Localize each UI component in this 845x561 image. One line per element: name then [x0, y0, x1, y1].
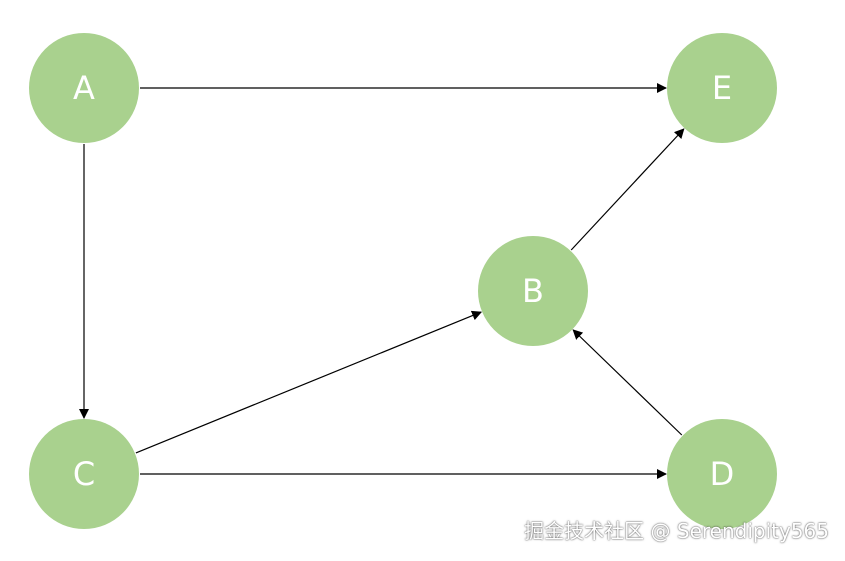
node-c-circle [29, 419, 139, 529]
edge-b-to-e [570, 128, 685, 251]
node-b-label: B [522, 272, 544, 310]
node-e-label: E [712, 69, 732, 107]
node-a: A [29, 33, 139, 143]
node-d-circle [667, 419, 777, 529]
edge-c-to-b [135, 310, 483, 454]
node-b: B [478, 236, 588, 346]
node-c-label: C [73, 455, 95, 493]
node-b-circle [478, 236, 588, 346]
node-a-circle [29, 33, 139, 143]
watermark-text: 掘金技术社区 @ Serendipity565 [524, 519, 829, 543]
node-e: E [667, 33, 777, 143]
node-a-label: A [73, 69, 95, 107]
node-d-label: D [710, 455, 735, 493]
node-e-circle [667, 33, 777, 143]
node-d: D [667, 419, 777, 529]
edge-d-to-b [572, 329, 683, 436]
node-c: C [29, 419, 139, 529]
